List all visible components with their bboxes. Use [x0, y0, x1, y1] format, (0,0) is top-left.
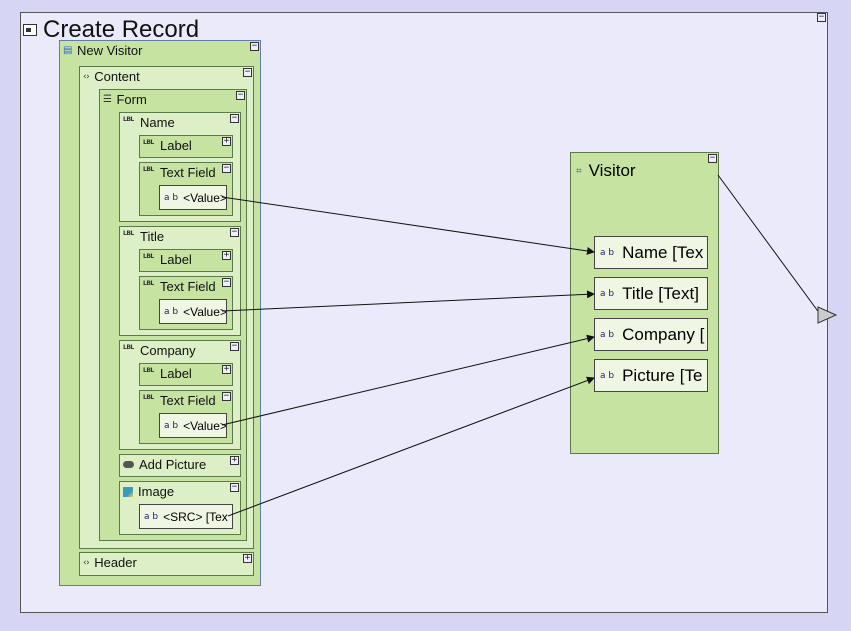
title-group-label: Title [140, 229, 165, 244]
name-label-node[interactable]: LBL Label + [139, 135, 233, 158]
label-icon: LBL [143, 367, 154, 374]
entity-icon: ⌗ [576, 165, 582, 177]
label-text: Label [160, 252, 192, 267]
title-label-expand-button[interactable]: + [222, 250, 231, 260]
visitor-field-label: Title [Text] [622, 283, 699, 303]
code-icon: ‹› [83, 557, 90, 568]
visitor-entity[interactable]: ⌗ Visitor − a b Name [Tex a b Title [Tex… [570, 152, 719, 454]
name-header: LBL Name [123, 115, 175, 130]
title-text-field-header: LBL Text Field [143, 279, 216, 294]
company-text-field-header: LBL Text Field [143, 393, 216, 408]
visitor-field-label: Name [Tex [622, 242, 704, 262]
label-text: Label [160, 138, 192, 153]
label-icon: LBL [123, 344, 134, 351]
label-icon: LBL [143, 253, 154, 260]
form-header: ☰ Form [103, 92, 147, 107]
company-group-label: Company [140, 343, 196, 358]
text-field-label: Text Field [160, 393, 216, 408]
label-icon: LBL [143, 139, 154, 146]
company-collapse-button[interactable]: − [230, 341, 239, 351]
text-attribute-icon: a b [600, 329, 615, 340]
image-src-label: <SRC> [Tex [163, 509, 228, 524]
company-label-node-header: LBL Label [143, 366, 192, 381]
header-expand-button[interactable]: + [243, 553, 252, 563]
label-icon: LBL [123, 230, 134, 237]
text-field-label: Text Field [160, 279, 216, 294]
text-attribute-icon: a b [164, 192, 179, 203]
title-header: LBL Title [123, 229, 164, 244]
content-collapse-button[interactable]: − [243, 67, 252, 77]
header-panel-header: ‹› Header [83, 555, 137, 570]
image-collapse-button[interactable]: − [230, 482, 239, 492]
title-label-node-header: LBL Label [143, 252, 192, 267]
name-value-node[interactable]: a b <Value> [159, 185, 227, 210]
form-label: Form [116, 92, 147, 107]
visitor-field-label: Picture [Te [622, 365, 703, 385]
button-icon [123, 461, 134, 468]
name-label-node-header: LBL Label [143, 138, 192, 153]
text-attribute-icon: a b [600, 288, 615, 299]
diagram-title-text: Create Record [43, 16, 200, 43]
image-label: Image [138, 484, 175, 499]
company-value-label: <Value> [183, 418, 227, 433]
company-label-node[interactable]: LBL Label + [139, 363, 233, 386]
company-label-expand-button[interactable]: + [222, 364, 231, 374]
name-value-label: <Value> [183, 190, 227, 205]
add-picture-label: Add Picture [139, 457, 207, 472]
title-collapse-button[interactable]: − [230, 227, 239, 237]
name-label-expand-button[interactable]: + [222, 136, 231, 146]
visitor-field-name[interactable]: a b Name [Tex [594, 236, 708, 269]
company-value-node[interactable]: a b <Value> [159, 413, 227, 438]
form-icon: ☰ [103, 93, 112, 105]
visitor-collapse-button[interactable]: − [708, 153, 717, 163]
label-text: Label [160, 366, 192, 381]
new-visitor-label: New Visitor [76, 43, 143, 58]
title-value-label: <Value> [183, 304, 227, 319]
text-field-icon: LBL [143, 280, 154, 287]
add-picture-node[interactable]: Add Picture + [119, 454, 241, 477]
visitor-field-title[interactable]: a b Title [Text] [594, 277, 708, 310]
visitor-field-picture[interactable]: a b Picture [Te [594, 359, 708, 392]
visitor-field-company[interactable]: a b Company [ [594, 318, 708, 351]
name-text-field-collapse-button[interactable]: − [222, 163, 231, 173]
name-text-field-header: LBL Text Field [143, 165, 216, 180]
page-icon: ▤ [63, 44, 72, 56]
window-icon [23, 24, 37, 36]
add-picture-header: Add Picture [123, 457, 206, 472]
new-visitor-collapse-button[interactable]: − [250, 41, 259, 51]
text-field-icon: LBL [143, 166, 154, 173]
text-attribute-icon: a b [600, 247, 615, 258]
text-attribute-icon: a b [144, 511, 159, 522]
code-icon: ‹› [83, 71, 90, 82]
company-header: LBL Company [123, 343, 196, 358]
new-visitor-header: ▤ New Visitor [63, 43, 142, 58]
image-icon [123, 486, 133, 497]
text-attribute-icon: a b [164, 306, 179, 317]
title-label-node[interactable]: LBL Label + [139, 249, 233, 272]
text-field-label: Text Field [160, 165, 216, 180]
name-collapse-button[interactable]: − [230, 113, 239, 123]
diagram-title: Create Record [23, 16, 199, 44]
name-group-label: Name [140, 115, 175, 130]
add-picture-expand-button[interactable]: + [230, 455, 239, 465]
text-field-icon: LBL [143, 394, 154, 401]
title-text-field-collapse-button[interactable]: − [222, 277, 231, 287]
text-attribute-icon: a b [600, 370, 615, 381]
header-label: Header [94, 555, 137, 570]
visitor-field-label: Company [ [622, 324, 705, 344]
title-value-node[interactable]: a b <Value> [159, 299, 227, 324]
visitor-header: ⌗ Visitor [576, 161, 636, 181]
company-text-field-collapse-button[interactable]: − [222, 391, 231, 401]
header-panel[interactable]: ‹› Header + [79, 552, 254, 576]
content-header: ‹› Content [83, 69, 140, 84]
text-attribute-icon: a b [164, 420, 179, 431]
image-src-node[interactable]: a b <SRC> [Tex [139, 504, 233, 529]
image-header: Image [123, 484, 174, 499]
form-collapse-button[interactable]: − [236, 90, 245, 100]
content-label: Content [94, 69, 140, 84]
label-icon: LBL [123, 116, 134, 123]
canvas-collapse-button[interactable]: − [817, 12, 826, 22]
visitor-title: Visitor [588, 161, 636, 180]
